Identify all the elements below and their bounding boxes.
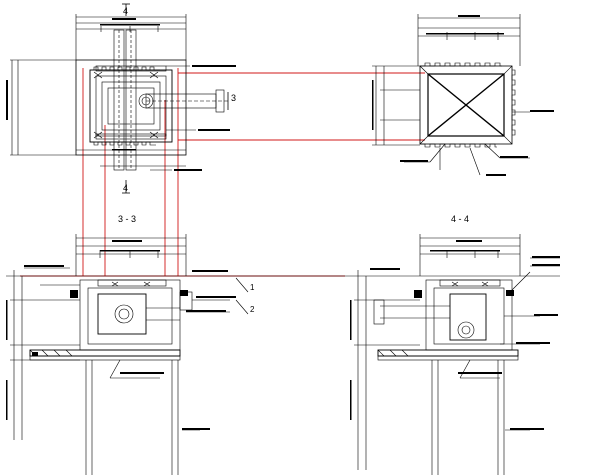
- section-mark-3: 3: [231, 93, 236, 103]
- note-text-7: [486, 174, 506, 176]
- dim-text-left-a: [6, 300, 8, 340]
- dim-text-bottom: [112, 149, 136, 151]
- section-3-3-solid-details: [6, 240, 236, 430]
- anchor-block-right-r: [506, 290, 514, 296]
- note-text-r-b: [532, 256, 560, 258]
- note-text-r-d: [534, 314, 558, 316]
- red-link-lines: [20, 68, 425, 277]
- section-mark-2: 2: [250, 305, 255, 314]
- note-text-b: [192, 270, 228, 272]
- anchor-block-right: [180, 290, 188, 296]
- note-text-r-f: [458, 372, 502, 374]
- note-text-r-a: [370, 268, 400, 270]
- dim-text-left-b: [6, 380, 8, 420]
- note-text-6: [500, 156, 528, 158]
- dim-text-2: [426, 33, 504, 35]
- section-mark-1: 1: [250, 283, 255, 292]
- dim-text-top: [112, 18, 136, 20]
- anchor-block-left: [70, 290, 78, 298]
- anchor-block-left-r: [414, 290, 422, 298]
- section-4-4-view: [345, 234, 560, 475]
- section-title-3-3: 3 - 3: [118, 214, 136, 224]
- note-text-f: [182, 428, 210, 430]
- dim-text-1: [458, 15, 480, 17]
- dim-text-a: [112, 240, 142, 242]
- dim-text-r-b: [430, 250, 500, 252]
- note-text-r-c: [532, 264, 560, 266]
- dim-text-left: [6, 80, 8, 120]
- section-mark-4-bottom: 4: [123, 183, 128, 193]
- note-text-r-e: [516, 342, 550, 344]
- note-text-a: [24, 265, 64, 267]
- dim-text-r-left-b: [350, 380, 352, 420]
- note-text-3: [174, 169, 202, 171]
- note-text-d: [186, 310, 226, 312]
- elevation-view-top-right: [372, 14, 530, 176]
- elevation-view-tiny-notes: [372, 15, 554, 176]
- section-4-4-solid-details: [350, 240, 560, 430]
- dim-text-b: [100, 250, 160, 252]
- note-text-c: [196, 296, 236, 298]
- dim-text-top-2: [100, 24, 160, 26]
- dim-text-3: [372, 80, 374, 130]
- dim-text-r-a: [456, 240, 482, 242]
- note-text-1: [192, 65, 236, 67]
- note-text-5: [400, 160, 428, 162]
- slab-marker: [32, 352, 38, 356]
- note-text-r-g: [510, 428, 544, 430]
- note-text-2: [198, 129, 230, 131]
- section-title-4-4: 4 - 4: [451, 214, 469, 224]
- plan-view-tiny-notes: [6, 18, 236, 171]
- plan-view-top-left: [10, 3, 229, 194]
- section-mark-4-top: 4: [123, 6, 128, 16]
- note-text-4: [530, 110, 554, 112]
- section-3-3-view: [6, 234, 345, 475]
- note-text-e: [120, 372, 164, 374]
- dim-text-r-left-a: [350, 300, 352, 340]
